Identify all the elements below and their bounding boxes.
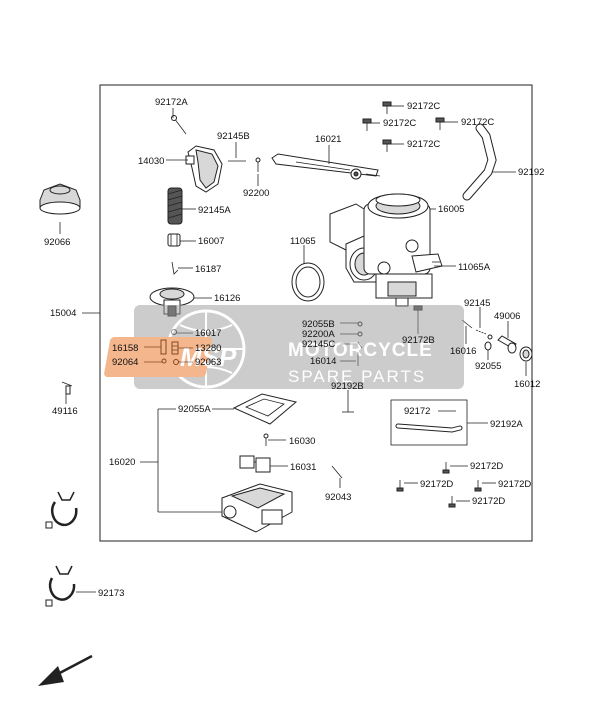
label-92192A: 92192A: [490, 419, 523, 430]
oring-11065: [291, 262, 325, 302]
label-92145: 92145: [464, 298, 490, 309]
label-16020: 16020: [109, 457, 135, 468]
part-49006: [497, 335, 517, 354]
float-chamber-16020: [221, 483, 293, 533]
label-16158: 16158: [112, 343, 138, 354]
label-92172C-4: 92172C: [407, 139, 440, 150]
label-16187: 16187: [195, 264, 221, 275]
watermark-logo-box: [104, 337, 212, 377]
label-92172C-1: 92172C: [407, 101, 440, 112]
gasket-92055A: [232, 393, 298, 425]
label-92055: 92055: [475, 361, 501, 372]
label-49006: 49006: [494, 311, 520, 322]
label-92172D-1: 92172D: [470, 461, 503, 472]
watermark-line1: MOTORCYCLE: [288, 340, 433, 361]
ring-92055: [484, 341, 492, 351]
label-92063: 92063: [195, 357, 221, 368]
label-16016: 16016: [450, 346, 476, 357]
watermark-line2: SPARE PARTS: [288, 367, 426, 386]
label-92172B: 92172B: [402, 335, 435, 346]
label-92172C-2: 92172C: [383, 118, 416, 129]
label-92055B: 92055B: [302, 319, 335, 330]
part-49116: [61, 381, 73, 395]
label-92172C-3: 92172C: [461, 117, 494, 128]
clip-16187: [171, 261, 179, 275]
label-16017: 16017: [195, 328, 221, 339]
screw-16016: [461, 319, 493, 340]
watermark: MSP MOTORCYCLE SPARE PARTS: [104, 305, 464, 389]
label-92172D-3: 92172D: [498, 479, 531, 490]
screw-92172A: [171, 115, 187, 135]
watermark-logo-text: MSP: [180, 342, 237, 372]
label-16126: 16126: [214, 293, 240, 304]
label-92172A: 92172A: [155, 97, 188, 108]
label-16007: 16007: [198, 236, 224, 247]
washer-92200: [255, 157, 261, 172]
pin-92043: [331, 465, 343, 479]
label-92172: 92172: [404, 406, 430, 417]
part-16030: [263, 433, 269, 446]
spring-92145A: [167, 187, 183, 225]
label-92192: 92192: [518, 167, 544, 178]
label-11065: 11065: [290, 236, 316, 247]
label-15004: 15004: [50, 308, 76, 319]
label-92172D-2: 92172D: [420, 479, 453, 490]
label-11065A: 11065A: [458, 262, 491, 273]
direction-arrow: [38, 654, 93, 686]
label-92173: 92173: [98, 588, 124, 599]
label-49116: 49116: [52, 406, 78, 417]
label-16021: 16021: [315, 134, 341, 145]
float-16031: [239, 455, 271, 473]
bracket-16021: [271, 153, 381, 180]
hose-92192: [462, 123, 497, 201]
label-92145B: 92145B: [217, 131, 250, 142]
holder-16007: [167, 233, 181, 247]
label-13280: 13280: [195, 343, 221, 354]
label-16005: 16005: [438, 204, 464, 215]
cap-16012: [519, 346, 533, 362]
cap-92066: [39, 183, 81, 215]
label-92145C: 92145C: [302, 339, 335, 350]
hose-set-box: [390, 399, 468, 446]
label-14030: 14030: [138, 156, 164, 167]
clamp-92173: [45, 565, 76, 607]
cover-14030: [185, 145, 223, 193]
part-labels: 92172A 92145B 14030 92200 16021 92172C 9…: [44, 97, 544, 599]
label-92055A: 92055A: [178, 404, 211, 415]
label-92200: 92200: [243, 188, 269, 199]
label-92192B: 92192B: [331, 381, 364, 392]
label-16012: 16012: [514, 379, 540, 390]
hose-92192B: [342, 396, 354, 413]
label-92172D-4: 92172D: [472, 496, 505, 507]
label-92200A: 92200A: [302, 329, 335, 340]
label-92043: 92043: [325, 492, 351, 503]
label-92145A: 92145A: [198, 205, 231, 216]
label-16031: 16031: [290, 462, 316, 473]
label-16030: 16030: [289, 436, 315, 447]
carburetor-body-16005: [329, 193, 443, 307]
label-92066: 92066: [44, 237, 70, 248]
clamp-upper: [45, 491, 78, 529]
label-16014: 16014: [310, 356, 336, 367]
screws-92172D: [396, 462, 482, 508]
screws-92172C: [362, 101, 445, 152]
label-92064: 92064: [112, 357, 138, 368]
